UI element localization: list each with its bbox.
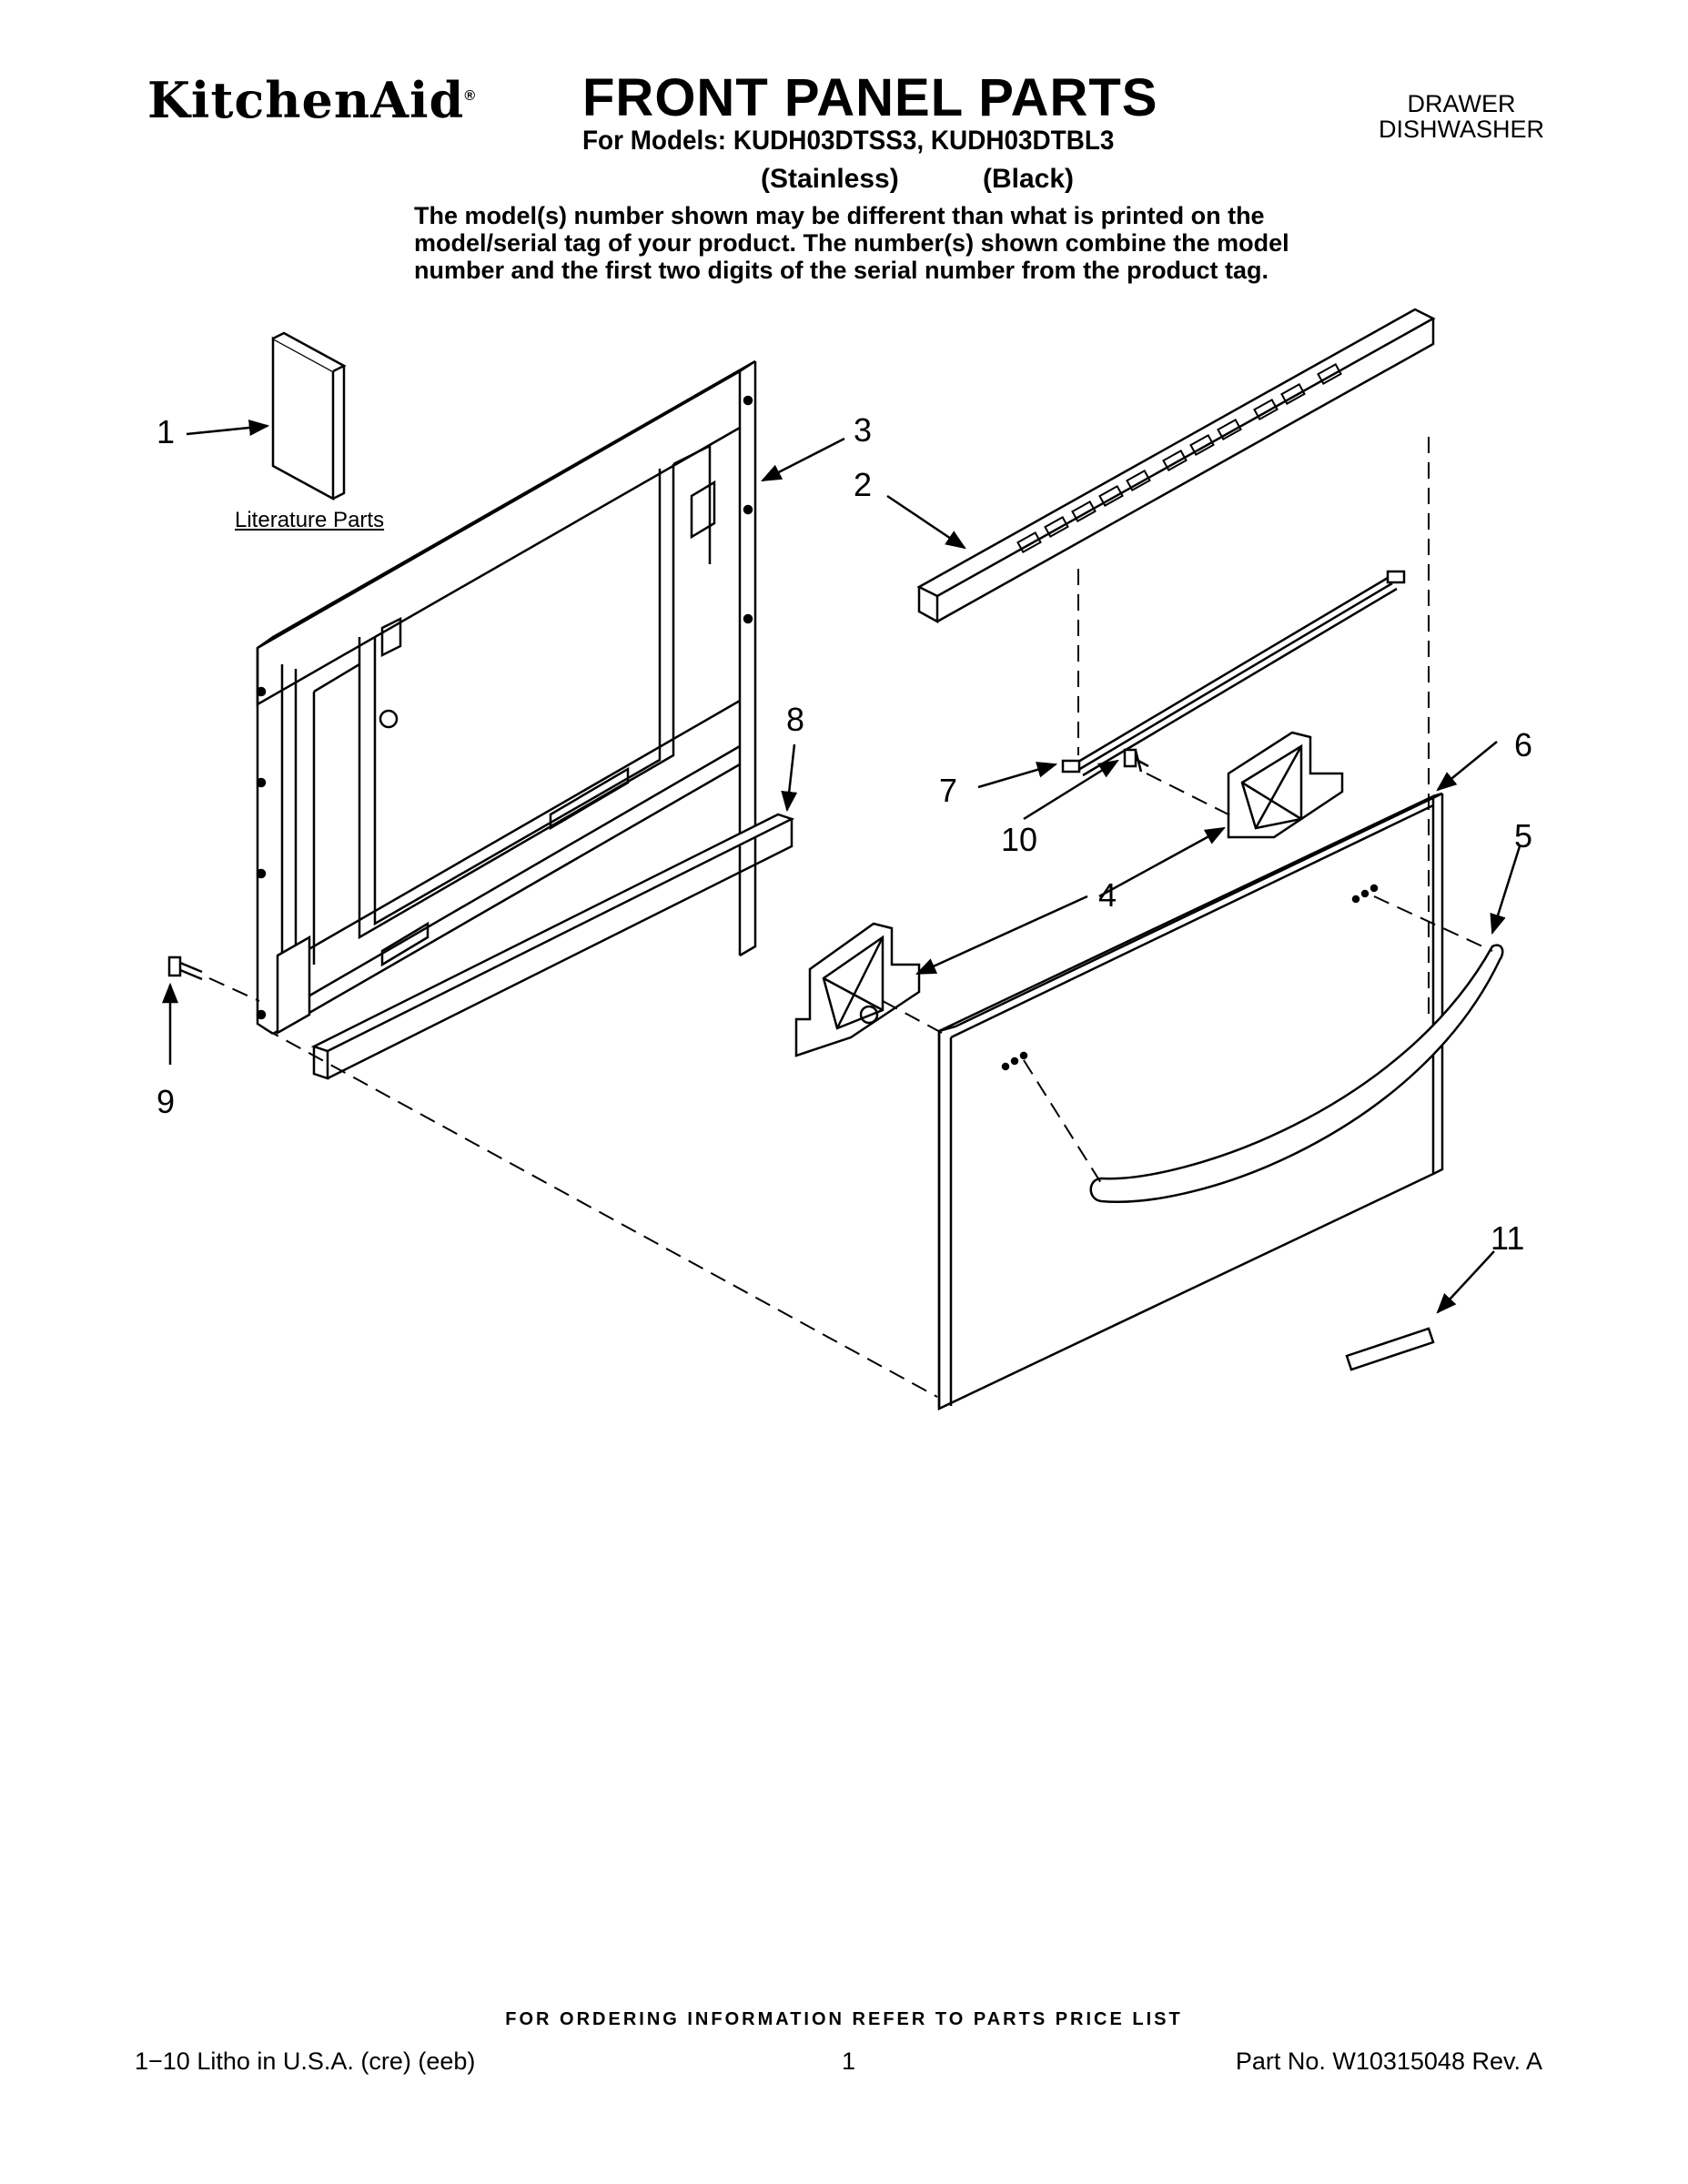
- screw: [169, 957, 202, 979]
- screw: [1125, 750, 1148, 772]
- models-line: For Models: KUDH03DTSS3, KUDH03DTBL3: [582, 126, 1115, 156]
- callout-3: 3: [854, 411, 873, 449]
- page-number: 1: [842, 2048, 856, 2075]
- callout-5: 5: [1514, 817, 1533, 854]
- callout-arrows: [162, 420, 1520, 1314]
- product-type: DRAWER DISHWASHER: [1379, 91, 1544, 142]
- variant-black: (Black): [983, 164, 1075, 194]
- callout-11: 11: [1491, 1219, 1525, 1257]
- callout-6: 6: [1514, 726, 1533, 763]
- lower-trim-strip: [314, 814, 792, 1078]
- litho-info: 1−10 Litho in U.S.A. (cre) (eeb): [135, 2048, 476, 2075]
- left-bracket: [796, 924, 919, 1056]
- registered-mark: ®: [464, 88, 477, 104]
- callout-10: 10: [1001, 821, 1038, 858]
- brand-badge: [1347, 1329, 1433, 1370]
- inner-door-panel: [258, 361, 755, 1034]
- door-handle: [1091, 945, 1503, 1202]
- brand-logo: KitchenAid®: [147, 71, 476, 129]
- notice-line-3: number and the first two digits of the s…: [414, 257, 1269, 284]
- part-number: Part No. W10315048 Rev. A: [1235, 2048, 1542, 2075]
- callout-4: 4: [1098, 876, 1117, 914]
- callout-2: 2: [854, 466, 873, 503]
- literature-parts-label: Literature Parts: [235, 508, 385, 532]
- assembly-lines: [209, 437, 1492, 1397]
- notice-line-2: model/serial tag of your product. The nu…: [414, 229, 1289, 257]
- callout-1: 1: [157, 413, 176, 450]
- variant-stainless: (Stainless): [761, 164, 899, 194]
- callout-8: 8: [786, 701, 805, 738]
- right-bracket: [1228, 733, 1342, 837]
- brand-name: KitchenAid: [147, 71, 465, 129]
- ordering-info: FOR ORDERING INFORMATION REFER TO PARTS …: [505, 2009, 1183, 2029]
- callout-9: 9: [157, 1083, 176, 1120]
- literature-book: [273, 333, 344, 499]
- wire-harness: [1063, 571, 1404, 775]
- control-panel: [919, 309, 1433, 622]
- page-title: FRONT PANEL PARTS: [582, 68, 1158, 127]
- product-line-2: DISHWASHER: [1378, 116, 1544, 143]
- model-notice: The model(s) number shown may be differe…: [414, 202, 1324, 284]
- callout-7: 7: [939, 772, 958, 809]
- notice-line-1: The model(s) number shown may be differe…: [414, 202, 1265, 229]
- door-front-panel: [939, 794, 1442, 1409]
- product-line-1: DRAWER: [1407, 90, 1516, 117]
